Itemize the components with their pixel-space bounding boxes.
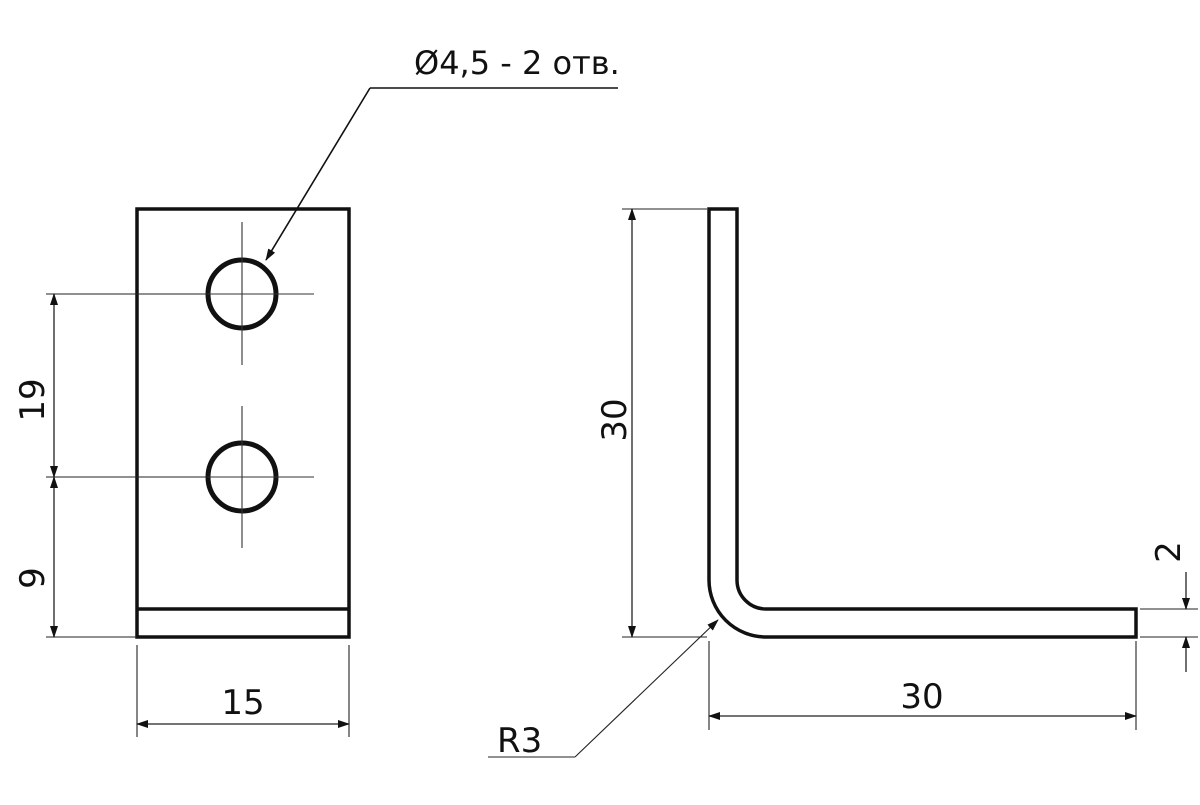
- dimension-length: 30: [900, 677, 943, 717]
- dimension-hole-spacing: 19: [13, 378, 53, 421]
- side-view-profile: [707, 207, 1138, 639]
- front-view-outline: [135, 207, 351, 639]
- dimension-height: 30: [595, 398, 635, 441]
- hole-note: Ø4,5 - 2 отв.: [414, 44, 620, 82]
- hole-note-leader: [265, 87, 371, 261]
- dimension-width: 15: [221, 683, 264, 723]
- side-view: 30 30 2 R3: [488, 207, 1198, 761]
- radius-leader: [574, 619, 719, 758]
- front-view: Ø4,5 - 2 отв. 19 9 15: [13, 44, 620, 737]
- dimension-thickness: 2: [1149, 541, 1189, 563]
- radius-note: R3: [497, 721, 542, 761]
- dimension-hole-from-bottom: 9: [13, 567, 53, 589]
